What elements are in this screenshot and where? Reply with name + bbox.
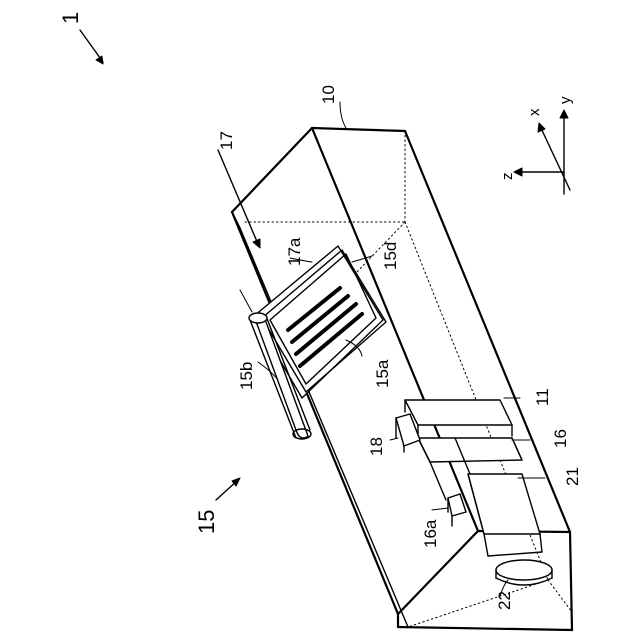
component-11	[405, 400, 512, 438]
label-15a: 15a	[373, 359, 392, 388]
label-21: 21	[563, 467, 582, 486]
label-17: 17	[217, 131, 236, 150]
arrow-15-icon	[216, 478, 240, 500]
label-housing: 10	[319, 85, 338, 104]
label-16: 16	[551, 429, 570, 448]
label-18: 18	[367, 437, 386, 456]
label-15b: 15b	[237, 362, 256, 390]
label-15: 15	[194, 510, 219, 534]
label-17a: 17a	[285, 237, 304, 266]
axis-label-y: y	[557, 96, 574, 104]
axis-label-x: x	[526, 108, 543, 116]
label-16a: 16a	[421, 519, 440, 548]
label-device: 1	[58, 12, 83, 24]
label-15d: 15d	[381, 242, 400, 270]
arrow-17-icon	[218, 150, 260, 248]
label-22: 22	[495, 591, 514, 610]
cylinder-22	[496, 560, 552, 585]
component-16a	[448, 494, 466, 526]
component-21	[468, 474, 542, 556]
arrow-1-icon	[80, 30, 103, 64]
axis-label-z: z	[499, 173, 516, 181]
label-11: 11	[533, 388, 552, 406]
axis-indicator	[514, 110, 570, 194]
